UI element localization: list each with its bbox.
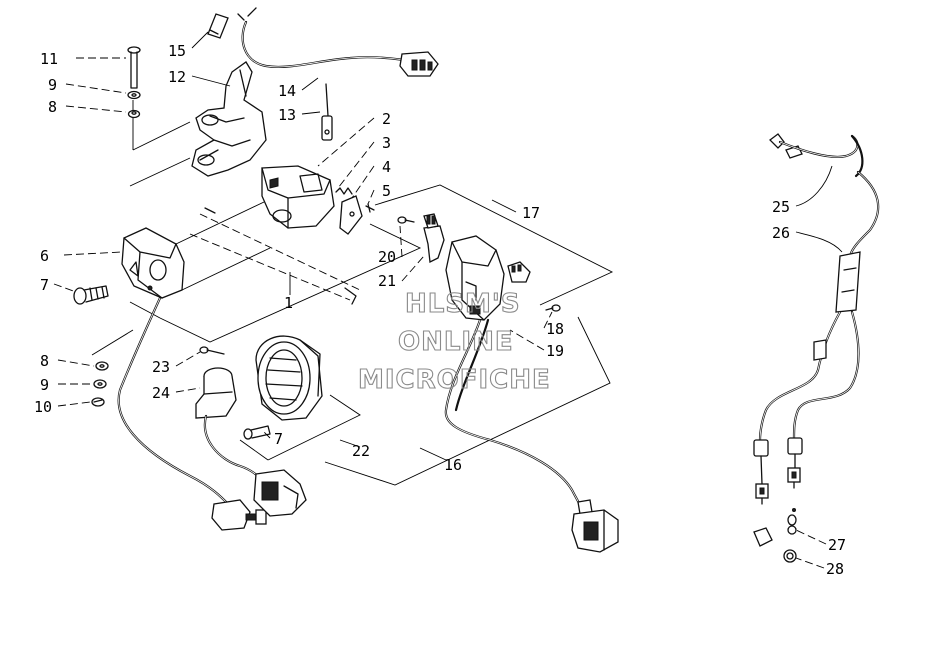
callout-5: 5 <box>382 182 391 200</box>
terminal-part <box>753 508 797 547</box>
callout-20: 20 <box>378 248 396 266</box>
bolt-part <box>127 46 141 89</box>
boot-part <box>207 13 229 39</box>
callout-15: 15 <box>168 42 186 60</box>
screw-small-part <box>199 346 225 355</box>
callout-9: 9 <box>48 76 57 94</box>
callout-7: 7 <box>40 276 49 294</box>
screw-part <box>365 203 375 213</box>
callout-17: 17 <box>522 204 540 222</box>
callout-23: 23 <box>152 358 170 376</box>
wire-harness-left-part <box>117 296 267 531</box>
lever-part <box>423 213 445 263</box>
callout-13: 13 <box>278 106 296 124</box>
callout-22: 22 <box>352 442 370 460</box>
watermark-line-1: HLSM'S <box>405 289 521 319</box>
washer-stack-part <box>91 361 109 407</box>
throttle-bracket-part <box>191 61 267 177</box>
small-screw-part <box>397 216 415 224</box>
callout-19: 19 <box>546 342 564 360</box>
switch-button-part <box>195 367 307 517</box>
leader-lines <box>53 31 843 569</box>
callout-28: 28 <box>826 560 844 578</box>
callout-6: 6 <box>40 247 49 265</box>
callout-2: 2 <box>382 110 391 128</box>
throttle-tube-part <box>189 207 361 305</box>
contact-plate-part <box>339 195 363 235</box>
wire-harness-right-part <box>444 318 619 553</box>
callout-labels: 11 9 8 15 12 14 13 2 3 4 5 6 7 1 17 20 2… <box>34 42 846 578</box>
pin-part <box>321 83 333 141</box>
callout-24: 24 <box>152 384 170 402</box>
watermark-line-2: ONLINE <box>398 327 514 357</box>
callout-26: 26 <box>772 224 790 242</box>
callout-3: 3 <box>382 134 391 152</box>
callout-27: 27 <box>828 536 846 554</box>
washer-part <box>127 90 141 100</box>
watermark: HLSM'S ONLINE MICROFICHE <box>357 288 551 395</box>
right-switch-housing-part <box>445 235 505 321</box>
callout-21: 21 <box>378 272 396 290</box>
callout-16: 16 <box>444 456 462 474</box>
switch-housing-part <box>261 165 335 229</box>
oring-part <box>783 549 797 563</box>
cable-connector-part <box>237 7 439 77</box>
callout-11: 11 <box>40 50 58 68</box>
connector-block-part <box>507 261 531 283</box>
bolt-small-part <box>73 285 109 305</box>
callout-12: 12 <box>168 68 186 86</box>
watermark-line-3: MICROFICHE <box>358 365 551 395</box>
spring-part <box>335 187 353 195</box>
callout-18: 18 <box>546 320 564 338</box>
callout-4: 4 <box>382 158 391 176</box>
callout-8: 8 <box>48 98 57 116</box>
lower-housing-part <box>121 227 185 299</box>
heater-harness-part <box>753 133 880 505</box>
assembly-frames <box>91 100 614 486</box>
callout-7-lower: 7 <box>274 430 283 448</box>
callout-10: 10 <box>34 398 52 416</box>
callout-8-lower: 8 <box>40 352 49 370</box>
round-housing-part <box>255 335 323 421</box>
nut-part <box>127 109 141 119</box>
bolt-lower-part <box>243 425 271 440</box>
screw-right-part <box>545 304 561 312</box>
callout-9-lower: 9 <box>40 376 49 394</box>
callout-14: 14 <box>278 82 296 100</box>
callout-1: 1 <box>284 294 293 312</box>
callout-25: 25 <box>772 198 790 216</box>
